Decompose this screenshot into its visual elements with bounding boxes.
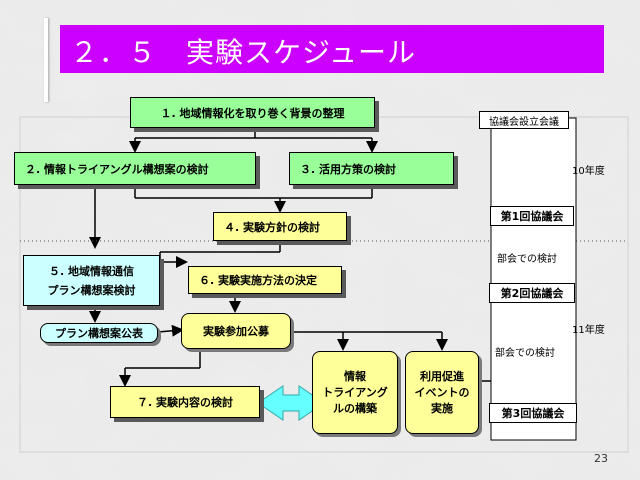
- step-7-box: ７. 実験内容の検討: [110, 386, 260, 418]
- meeting-3-label: 第3回協議会: [501, 407, 565, 420]
- step-5-box: ５. 地域情報通信 プラン構想案検討: [23, 255, 160, 306]
- triangle-build-label-line3: ルの構築: [333, 401, 377, 415]
- fiscal-year-11-label: 11年度: [572, 325, 605, 336]
- title-banner: ２．５ 実験スケジュール: [60, 25, 604, 73]
- title-accent-bar: [44, 18, 48, 102]
- promotion-event-label-line1: 利用促進: [420, 369, 464, 383]
- plan-publish-box: プラン構想案公表: [40, 323, 158, 343]
- meeting-3-box: 第3回協議会: [489, 403, 577, 423]
- promotion-event-label-line3: 実施: [431, 401, 453, 415]
- promotion-event-label-line2: イベントの: [414, 385, 470, 399]
- promotion-event-box: 利用促進 イベントの 実施: [405, 351, 479, 434]
- step-3-box: ３. 活用方策の検討: [289, 152, 454, 185]
- page-title: ２．５ 実験スケジュール: [70, 36, 417, 69]
- step-7-label: ７. 実験内容の検討: [136, 396, 233, 409]
- setup-meeting-box: 協議会設立会議: [479, 111, 569, 129]
- subcommittee-2-label: 部会での検討: [495, 348, 555, 359]
- step-5-label-line1: ５. 地域情報通信: [48, 265, 134, 278]
- step-2-box: ２. 情報トライアングル構想案の検討: [14, 152, 256, 185]
- meeting-2-label: 第2回協議会: [500, 287, 564, 300]
- step-6-box: ６. 実験実施方法の決定: [188, 266, 342, 294]
- triangle-build-box: 情報 トライアング ルの構築: [312, 351, 398, 434]
- plan-publish-label: プラン構想案公表: [55, 327, 143, 340]
- step-6-label: ６. 実験実施方法の決定: [199, 274, 318, 287]
- step-1-box: １. 地域情報化を取り巻く背景の整理: [130, 97, 375, 128]
- recruit-label: 実験参加公募: [203, 325, 269, 338]
- setup-meeting-label: 協議会設立会議: [489, 116, 559, 128]
- step-2-label: ２. 情報トライアングル構想案の検討: [25, 162, 209, 176]
- step-1-label: １. 地域情報化を取り巻く背景の整理: [160, 106, 345, 120]
- meeting-1-label: 第1回協議会: [500, 210, 564, 223]
- step-5-label-line2: プラン構想案検討: [47, 284, 136, 297]
- meeting-1-box: 第1回協議会: [490, 206, 574, 226]
- step-3-label: ３. 活用方策の検討: [300, 162, 397, 176]
- subcommittee-1-label: 部会での検討: [497, 254, 557, 265]
- triangle-build-label-line1: 情報: [344, 369, 366, 383]
- page-number: 23: [594, 452, 608, 465]
- step-4-box: ４. 実験方針の検討: [213, 212, 347, 241]
- fiscal-year-10-label: 10年度: [572, 166, 605, 177]
- step-4-label: ４. 実験方針の検討: [224, 220, 321, 234]
- meeting-2-box: 第2回協議会: [489, 283, 575, 303]
- triangle-build-label-line2: トライアング: [322, 385, 388, 399]
- recruit-box: 実験参加公募: [181, 313, 291, 349]
